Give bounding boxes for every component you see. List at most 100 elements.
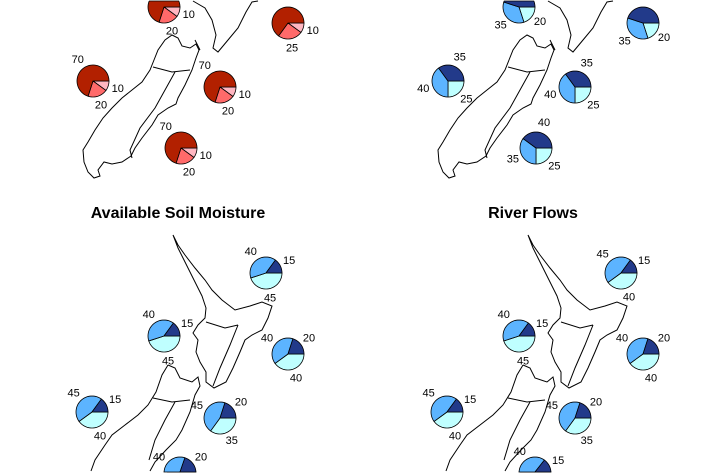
pie-label-below: 40 (290, 373, 302, 385)
pie-slice-above (518, 322, 536, 337)
pie-slice-above (76, 64, 110, 97)
pie-label-below: 40 (645, 373, 657, 385)
pie-label-near: 40 (143, 309, 155, 321)
pie-label-near: 40 (417, 83, 429, 95)
pie-label-below: 35 (226, 435, 238, 447)
pie-slice-above (642, 338, 660, 355)
pie-slice-near (249, 256, 276, 279)
pie-label-above: 20 (590, 397, 602, 409)
nz-coastline (445, 234, 628, 472)
pie-slice-above (503, 0, 536, 8)
pie-label-above: 15 (181, 318, 193, 330)
pie-slice-near (147, 319, 174, 342)
pie-label-above: 15 (464, 394, 476, 406)
pie-slice-above (271, 6, 305, 37)
pie-slice-near (271, 337, 294, 364)
pie-slice-near (278, 22, 302, 40)
pie-label-near: 45 (546, 400, 558, 412)
pie-slice-above (522, 131, 553, 149)
pie-slice-near (558, 73, 576, 104)
pie-chart: 45 40 15 (143, 309, 194, 368)
pie-label-below: 40 (623, 292, 635, 304)
pie-slice-below (447, 80, 465, 98)
pie-label-below: 10 (183, 9, 195, 21)
pie-slice-above (565, 70, 592, 88)
pie-label-near: 45 (422, 388, 434, 400)
pie-label-below: 20 (658, 32, 670, 44)
pie-label-above: 35 (454, 52, 466, 64)
pie-label-near: 35 (618, 35, 630, 47)
pie-label-above: 20 (303, 333, 315, 345)
pie-label-below: 45 (162, 356, 174, 368)
panel-title: River Flows (488, 205, 578, 222)
panel-title: Available Soil Moisture (91, 205, 266, 222)
pie-slice-near (430, 395, 457, 422)
pie-label-above: 15 (536, 318, 548, 330)
pie-slice-above (164, 131, 198, 164)
pie-label-near: 45 (67, 388, 79, 400)
pie-slice-above (287, 338, 305, 355)
pie-slice-above (203, 70, 237, 103)
pie-label-near: 35 (507, 154, 519, 166)
pie-label-near: 20 (95, 100, 107, 112)
pie-slice-below (286, 22, 305, 33)
pie-slice-below (433, 411, 464, 429)
pie-label-near: 40 (514, 446, 526, 458)
pie-slice-above (627, 6, 660, 24)
pie-slice-above (446, 398, 464, 413)
pie-slice-above (163, 322, 181, 337)
pie-slice-below (250, 272, 283, 290)
pie-label-above: 20 (235, 397, 247, 409)
pie-slice-below (78, 411, 109, 429)
pie-slice-below (574, 86, 592, 104)
pie-slice-near (519, 138, 537, 165)
pie-slice-near (558, 401, 581, 432)
pie-slice-near (214, 86, 234, 104)
pie-label-above: 20 (658, 333, 670, 345)
pie-label-above: 15 (638, 255, 650, 267)
pie-slice-near (158, 6, 178, 24)
pie-slice-above (534, 459, 552, 473)
pie-chart: 35 45 20 (191, 397, 247, 447)
pie-label-near: 40 (498, 309, 510, 321)
pie-label-below: 45 (264, 293, 276, 305)
pie-label-near: 40 (245, 246, 257, 258)
pie-label-near: 40 (544, 89, 556, 101)
pie-label-near: 45 (191, 400, 203, 412)
pie-label-below: 10 (239, 89, 251, 101)
pie-label-below: 10 (200, 150, 212, 162)
pie-label-near: 20 (222, 106, 234, 118)
pie-slice-above (574, 402, 592, 419)
pie-slice-below (91, 80, 110, 91)
pie-slice-near (604, 256, 631, 283)
pie-label-near: 35 (494, 19, 506, 31)
pie-slice-near (502, 319, 529, 342)
pie-slice-below (565, 417, 592, 435)
pie-slice-near (75, 395, 102, 422)
pie-label-above: 40 (538, 117, 550, 129)
panel-soil-moisture: Available Soil Moisture 4540154540154040… (67, 205, 315, 473)
pie-label-below: 25 (587, 99, 599, 111)
pie-chart: 25 35 40 (507, 117, 561, 172)
pie-label-below: 25 (460, 93, 472, 105)
pie-label-below: 25 (548, 160, 560, 172)
pie-slice-below (210, 417, 237, 435)
pie-label-below: 45 (517, 356, 529, 368)
pie-slice-above (91, 398, 109, 413)
pie-label-above: 35 (581, 58, 593, 70)
